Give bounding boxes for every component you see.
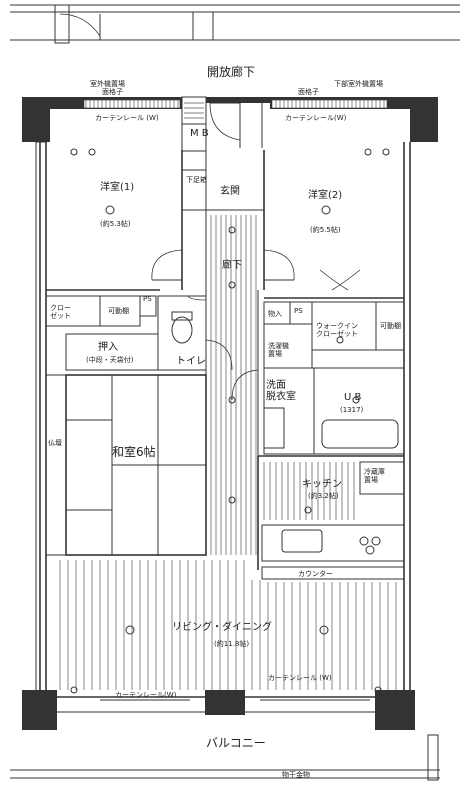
oshiire-name: 押入 [98,340,118,353]
balcony-label: バルコニー [206,736,266,750]
ldk-floor [59,560,397,690]
light-fixtures [70,148,390,694]
mb-block [181,96,270,152]
curtain-rail-bottom-left-label: カーテンレール(W) [115,691,177,699]
toilet-label: トイレ [176,356,206,367]
tatami-label: 和室6帖 [112,444,156,459]
curtain-rail-top-label: カーテンレール (W) [95,114,159,122]
washer-label: 洗濯機置場 [268,341,289,358]
entrance-label: 玄関 [220,184,240,197]
western-room-2-size: (約5.5帖) [310,225,341,234]
corridor-label: 開放廊下 [207,64,255,79]
curtain-rail-top-right-label: カーテンレール(W) [285,114,347,122]
closet-label: クローゼット [50,304,71,320]
doors [151,249,361,401]
kitchen-size: (約3.2帖) [308,491,339,500]
balcony-structure [10,699,440,781]
lattice-right-label: 面格子 [298,87,319,96]
ps-right-label: PS [294,307,303,315]
top-structure [10,4,460,44]
drying-hardware-label: 物干金物 [282,770,310,779]
shoe-rack-label: 下足箱 [186,175,207,184]
storage-label: 物入 [268,309,282,318]
movable-shelf-left-label: 可動棚 [108,306,129,315]
top-window-right [271,99,388,109]
ldk-size: (約11.8帖) [214,639,249,648]
ldk-name: リビング・ダイニング [172,620,272,633]
interior-walls [45,150,405,580]
ps-label: PS [143,295,152,303]
kitchen-name: キッチン [302,478,342,490]
top-window-left [83,99,181,109]
western-room-1-size: (約5.3帖) [100,219,131,228]
lattice-left-label: 面格子 [102,87,123,96]
mb-label: M B [190,128,209,139]
counter-label: カウンター [298,569,333,578]
movable-shelf-right-label: 可動棚 [380,321,401,330]
walkin-label: ウォークインクローゼット [316,322,358,338]
fridge-label: 冷蔵庫置場 [364,467,385,484]
kitchen-floor [263,462,355,520]
outdoor-unit-right-label: 下部室外機置場 [334,79,383,88]
western-room-1-name: 洋室(1) [100,180,134,193]
oshiire-sub: (中段・天袋付) [86,355,134,364]
ub-size: (1317) [340,406,364,414]
hallway-label: 廊下 [222,258,242,271]
curtain-rail-bottom-right-label: カーテンレール (W) [268,674,332,682]
ub-name: U.B [344,392,361,403]
outdoor-unit-left-label: 室外機置場 [90,79,125,88]
western-room-2-name: 洋室(2) [308,188,342,201]
butsu-label: 仏壇 [48,438,62,447]
washroom-label: 洗面脱衣室 [266,379,296,403]
hallway-floor [210,215,257,555]
